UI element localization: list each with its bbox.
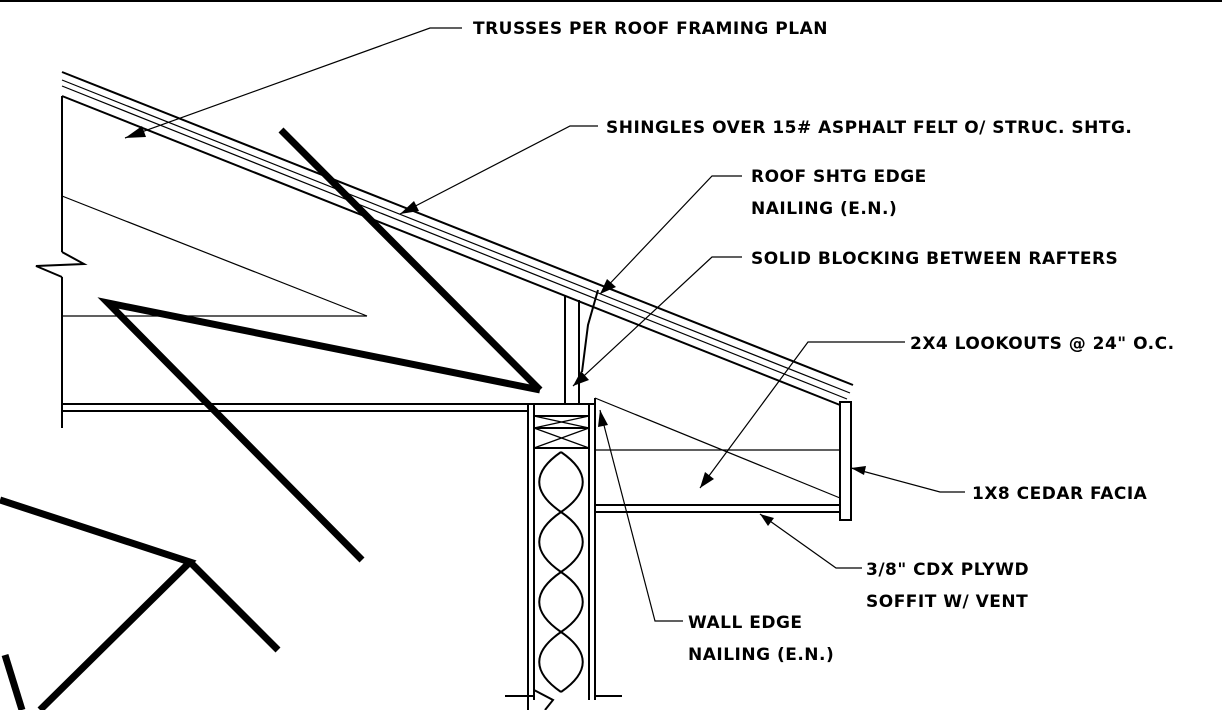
label-facia: 1X8 CEDAR FACIA xyxy=(972,484,1148,504)
truss-webs xyxy=(0,127,543,710)
label-soffit-line1: 3/8" CDX PLYWD xyxy=(866,560,1029,580)
label-wall-nailing-line1: WALL EDGE xyxy=(688,613,803,633)
leader-lines xyxy=(124,27,965,622)
label-blocking: SOLID BLOCKING BETWEEN RAFTERS xyxy=(751,249,1118,269)
roof-layers xyxy=(61,71,854,406)
soffit-framing xyxy=(594,397,852,521)
ceiling-bottom-chord xyxy=(62,403,595,710)
label-lookouts: 2X4 LOOKOUTS @ 24" O.C. xyxy=(910,334,1175,354)
wall-section xyxy=(505,398,622,710)
label-wall-nailing-line2: NAILING (E.N.) xyxy=(688,645,834,665)
solid-blocking xyxy=(564,295,580,404)
insulation-batt xyxy=(538,451,584,693)
label-trusses: TRUSSES PER ROOF FRAMING PLAN xyxy=(473,19,828,39)
label-roof-sheathing-line1: ROOF SHTG EDGE xyxy=(751,167,927,187)
truss-outline xyxy=(35,96,368,428)
label-soffit-line2: SOFFIT W/ VENT xyxy=(866,592,1028,612)
label-roof-sheathing-line2: NAILING (E.N.) xyxy=(751,199,897,219)
label-shingles: SHINGLES OVER 15# ASPHALT FELT O/ STRUC.… xyxy=(606,118,1132,138)
